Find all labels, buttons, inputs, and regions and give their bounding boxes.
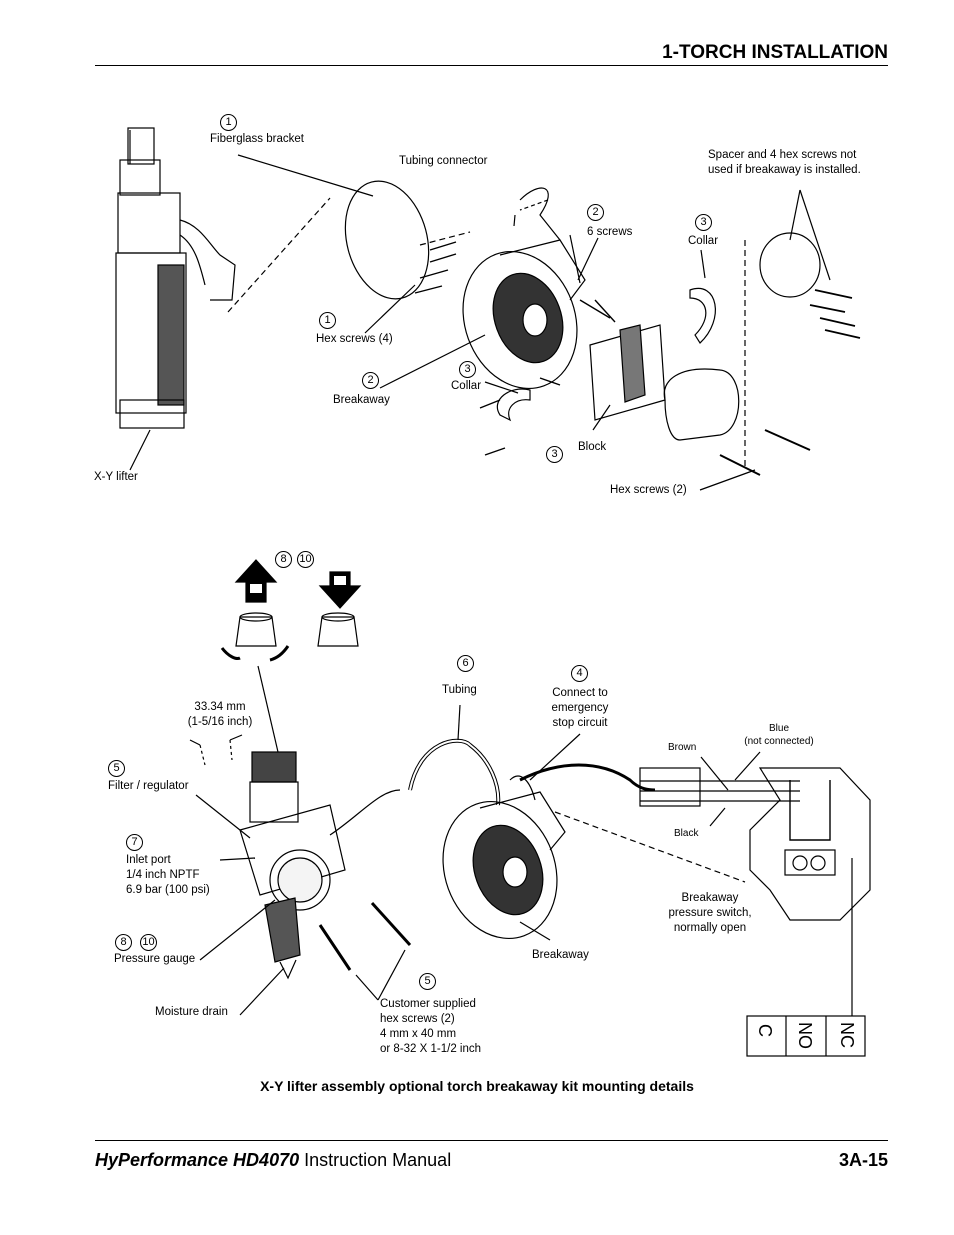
label-connect-2: emergency (551, 702, 609, 714)
label-breakaway-top: Breakaway (333, 394, 390, 406)
breakaway-top-drawing (462, 187, 586, 390)
label-not-connected: (not connected) (744, 736, 814, 747)
collar-right-drawing (689, 287, 716, 344)
figure-caption: X-Y lifter assembly optional torch break… (260, 1078, 694, 1094)
collar-left-drawing (496, 388, 531, 422)
callout-2-mid: 2 (362, 372, 379, 389)
label-collar-right: Collar (688, 235, 719, 247)
footer-product-name: HyPerformance HD4070 (95, 1150, 300, 1170)
label-dimension-in: (1-5/16 inch) (187, 716, 253, 728)
unlock-arrow-drawing (234, 559, 278, 603)
callout-8-top: 8 (275, 551, 292, 568)
label-tubing: Tubing (442, 684, 477, 696)
terminal-block (746, 1015, 866, 1057)
label-black: Black (674, 828, 699, 839)
terminal-c: C (755, 1024, 775, 1037)
callout-5-screws: 5 (419, 973, 436, 990)
label-breakaway-bottom: Breakaway (532, 949, 589, 961)
callout-2-top: 2 (587, 204, 604, 221)
label-tubing-connector: Tubing connector (399, 155, 488, 167)
hex-screws-drawing (414, 241, 457, 294)
label-blue: Blue (768, 723, 789, 734)
label-switch-2: pressure switch, (668, 907, 752, 919)
terminal-no: NO (795, 1022, 815, 1049)
label-pressure-gauge: Pressure gauge (114, 953, 196, 965)
label-customer-1: Customer supplied (380, 998, 476, 1010)
label-hex-screws-2: Hex screws (2) (610, 484, 687, 496)
lock-arrow-drawing (318, 571, 362, 609)
footer-rule (95, 1140, 888, 1141)
label-fiberglass-bracket: Fiberglass bracket (210, 133, 304, 145)
pressure-switch-drawing (639, 767, 871, 921)
label-moisture-drain: Moisture drain (155, 1006, 228, 1018)
knob-drawings (235, 612, 359, 647)
header-rule (95, 65, 888, 66)
label-xy-lifter: X-Y lifter (94, 471, 138, 483)
callout-10-bottom: 10 (140, 934, 157, 951)
label-filter-regulator: Filter / regulator (108, 780, 189, 792)
label-collar-mid: Collar (451, 380, 482, 392)
label-connect-3: stop circuit (552, 717, 608, 729)
fiberglass-bracket-drawing (344, 180, 430, 300)
xy-lifter-drawing (115, 127, 236, 471)
label-inlet-2: 1/4 inch NPTF (126, 869, 200, 881)
label-inlet-1: Inlet port (126, 854, 171, 866)
terminal-nc: NC (837, 1022, 857, 1048)
footer-manual-title: HyPerformance HD4070 Instruction Manual (95, 1150, 451, 1171)
callout-3-right: 3 (695, 214, 712, 231)
callout-4: 4 (571, 665, 588, 682)
label-customer-2: hex screws (2) (380, 1013, 455, 1025)
label-customer-4: or 8-32 X 1-1/2 inch (380, 1043, 482, 1055)
breakaway-bottom-drawing (442, 775, 566, 940)
callout-7: 7 (126, 834, 143, 851)
label-hex-screws-4: Hex screws (4) (316, 333, 393, 345)
label-inlet-3: 6.9 bar (100 psi) (126, 884, 210, 896)
callout-1-mid: 1 (319, 312, 336, 329)
label-customer-3: 4 mm x 40 mm (380, 1028, 457, 1040)
label-6-screws: 6 screws (587, 226, 633, 238)
label-block: Block (578, 441, 607, 453)
callout-1-top: 1 (220, 114, 237, 131)
callout-10-top: 10 (297, 551, 314, 568)
label-brown: Brown (668, 742, 697, 753)
footer-manual-label: Instruction Manual (299, 1150, 452, 1170)
label-spacer-note-2: used if breakaway is installed. (708, 164, 861, 176)
label-spacer-note-1: Spacer and 4 hex screws not (708, 149, 857, 161)
footer-page-number: 3A-15 (838, 1150, 888, 1170)
housing-drawing (663, 368, 740, 441)
filter-regulator-drawing (239, 751, 401, 980)
section-title: 1-TORCH INSTALLATION (662, 42, 888, 63)
callout-3-mid: 3 (459, 361, 476, 378)
callout-3-bottom: 3 (546, 446, 563, 463)
label-connect-1: Connect to (552, 687, 608, 699)
spacer-drawing (759, 232, 821, 298)
callout-5-filter: 5 (108, 760, 125, 777)
label-dimension-mm: 33.34 mm (194, 701, 246, 713)
callout-6: 6 (457, 655, 474, 672)
callout-8-bottom: 8 (115, 934, 132, 951)
label-switch-1: Breakaway (681, 892, 739, 904)
label-switch-3: normally open (673, 922, 747, 934)
